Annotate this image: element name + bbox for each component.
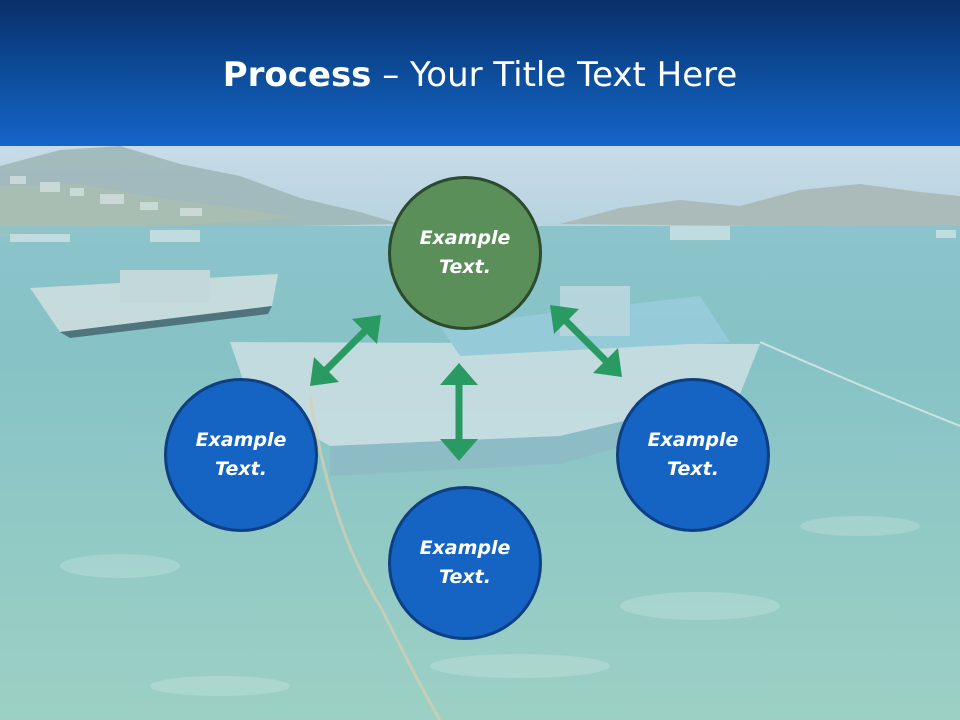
left-boat (30, 270, 278, 338)
node-bottom-label: Example Text. (419, 537, 511, 588)
node-left-label: Example Text. (195, 429, 287, 480)
arrow-top-left (310, 315, 381, 386)
node-top-label: Example Text. (419, 227, 511, 278)
title-banner: Process – Your Title Text Here (0, 0, 960, 146)
process-node-left: Example Text. (164, 378, 318, 532)
process-node-bottom: Example Text. (388, 486, 542, 640)
process-node-right: Example Text. (616, 378, 770, 532)
mooring-rope-right (759, 341, 960, 427)
arrow-center-vertical (440, 363, 478, 461)
arrow-top-right (550, 305, 622, 377)
mooring-rope-left (308, 395, 442, 720)
node-right-label: Example Text. (647, 429, 739, 480)
hills-right (560, 184, 960, 228)
title-rest: – Your Title Text Here (371, 55, 738, 95)
slide-title: Process – Your Title Text Here (0, 54, 960, 96)
small-boats (10, 226, 956, 242)
process-node-top: Example Text. (388, 176, 542, 330)
title-bold: Process (222, 55, 372, 95)
